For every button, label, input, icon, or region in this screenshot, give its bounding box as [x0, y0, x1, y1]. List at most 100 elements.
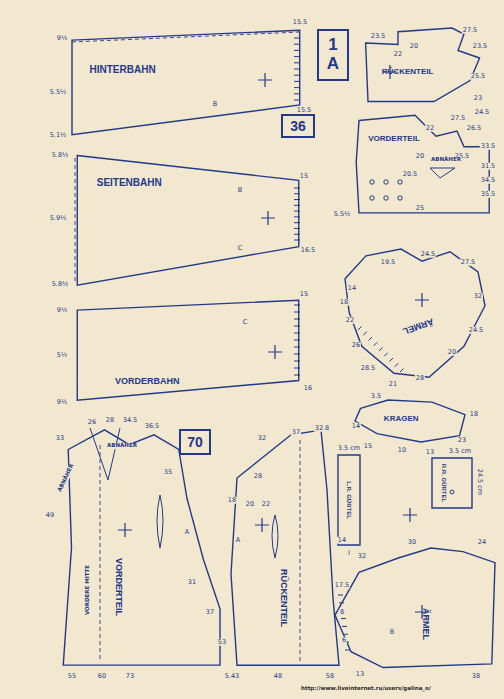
piece-outline	[72, 28, 302, 138]
piece-name: SEITENBAHN	[97, 178, 162, 188]
dimension-number: 5.8½	[51, 152, 70, 159]
pattern-piece: VORDERTEIL	[55, 425, 220, 670]
pattern-piece: RÜCKENTEIL	[225, 430, 345, 670]
piece-name: RÜCKENTEIL	[278, 569, 287, 627]
dimension-number: 23	[457, 437, 467, 444]
dimension-number: 20	[447, 349, 457, 356]
piece-edge	[77, 156, 298, 286]
dimension-number: 35	[163, 469, 173, 476]
dimension-number: 18	[227, 497, 237, 504]
dimension-number: 10	[397, 447, 407, 454]
dimension-number: 17.5	[334, 582, 350, 589]
dimension-number: 26	[351, 342, 361, 349]
part-note: B	[389, 629, 395, 636]
fold-lines	[72, 32, 300, 662]
piece-edge	[335, 548, 495, 668]
dimension-number: 22	[393, 51, 403, 58]
piece-name: KRAGEN	[384, 415, 419, 423]
piece-edge	[338, 455, 360, 545]
dimension-number: 5.9½	[49, 215, 68, 222]
notch-tick	[395, 363, 399, 367]
pattern-piece: RÜCKENTEIL	[362, 28, 482, 103]
piece-name: VORDERTEIL	[368, 135, 420, 143]
notch-tick	[400, 369, 404, 373]
piece-edge	[282, 115, 314, 137]
dimension-number: 6	[341, 637, 347, 644]
dimension-number: 19.5	[380, 259, 396, 266]
dimension-number: 23.5	[370, 33, 386, 40]
dimension-number: 15	[299, 173, 309, 180]
part-note: B	[212, 101, 218, 108]
dimension-number: 5.8½	[51, 281, 70, 288]
notch-tick	[345, 650, 350, 651]
piece-edge	[77, 300, 298, 400]
dimension-number: 16.5	[300, 247, 316, 254]
part-note: A	[184, 529, 190, 536]
dimension-number: 24.5	[468, 327, 484, 334]
dimension-number: 16	[303, 385, 313, 392]
dimension-number: 35.5	[480, 191, 496, 198]
dimension-number: 27.5	[460, 259, 476, 266]
dimension-number: 58	[325, 673, 335, 680]
watermark: http://www.liveinternet.ru/users/galina_…	[300, 686, 432, 692]
pattern-piece: L.R. GÜRTEL	[338, 455, 360, 545]
part-note: C	[242, 319, 249, 326]
piece-name: L.R. GÜRTEL	[346, 481, 352, 519]
notch-tick	[338, 595, 343, 596]
dimension-number: 5½	[56, 352, 68, 359]
dimension-number: 32	[257, 435, 267, 442]
dimension-number: 18	[469, 411, 479, 418]
dimension-number: 15	[363, 443, 373, 450]
dimension-number: 5.5½	[333, 211, 352, 218]
dimension-number: 9½	[56, 35, 68, 42]
notch-tick	[363, 332, 367, 336]
buttons	[370, 180, 454, 494]
dimension-number: 31	[187, 579, 197, 586]
dimension-number: 14	[347, 285, 357, 292]
dimension-number: 5.5½	[49, 89, 68, 96]
dimension-number: 20	[409, 43, 419, 50]
model-number: 70	[187, 435, 203, 449]
piece-outline	[432, 458, 472, 508]
piece-outline	[335, 548, 495, 670]
dimension-number: 15	[299, 291, 309, 298]
notch-tick	[390, 358, 394, 362]
dimension-number: 3.5 cm	[448, 448, 472, 455]
notch-tick	[374, 342, 378, 346]
piece-name: VORDERBAHN	[115, 376, 180, 385]
dimension-number: 37	[205, 609, 215, 616]
part-note: VORDERE MITTE	[85, 564, 91, 616]
dimension-number: 55	[67, 673, 77, 680]
pattern-piece: VORDERBAHN	[75, 298, 301, 408]
pattern-piece: 70	[180, 430, 210, 454]
dimension-number: 32.8	[314, 425, 330, 432]
dimension-number: 14	[337, 537, 347, 544]
piece-edge	[345, 249, 485, 377]
dimension-number: 8	[339, 609, 345, 616]
darts	[90, 168, 455, 558]
dimension-number: 5.1½	[49, 132, 68, 139]
pattern-piece: SEITENBAHN	[75, 150, 301, 288]
notch-tick	[342, 626, 347, 627]
dimension-number: 24.5 cm	[477, 468, 484, 496]
part-note: ABNÄHER	[106, 443, 138, 449]
piece-outline	[75, 298, 301, 408]
dimension-number: 28.5	[360, 365, 376, 372]
dimension-number: 22	[425, 125, 435, 132]
dimension-number: 5.43	[224, 673, 240, 680]
dimension-number: 49	[45, 512, 55, 519]
piece-name: ÄRMEL	[401, 316, 434, 335]
piece-edge	[356, 115, 489, 213]
piece-name: HINTERBAHN	[90, 65, 156, 75]
dimension-number: 33	[55, 435, 65, 442]
piece-name: R.R. GÜRTEL	[441, 464, 447, 502]
dimension-number: 20	[415, 153, 425, 160]
pattern-piece: KRAGEN	[355, 400, 465, 442]
piece-edge	[63, 430, 220, 665]
dimension-number: 23	[473, 95, 483, 102]
dimension-number: 3.5	[370, 393, 382, 400]
piece-outline	[55, 425, 220, 670]
dimension-number: 27.5	[462, 27, 478, 34]
dimension-number: 20	[245, 501, 255, 508]
